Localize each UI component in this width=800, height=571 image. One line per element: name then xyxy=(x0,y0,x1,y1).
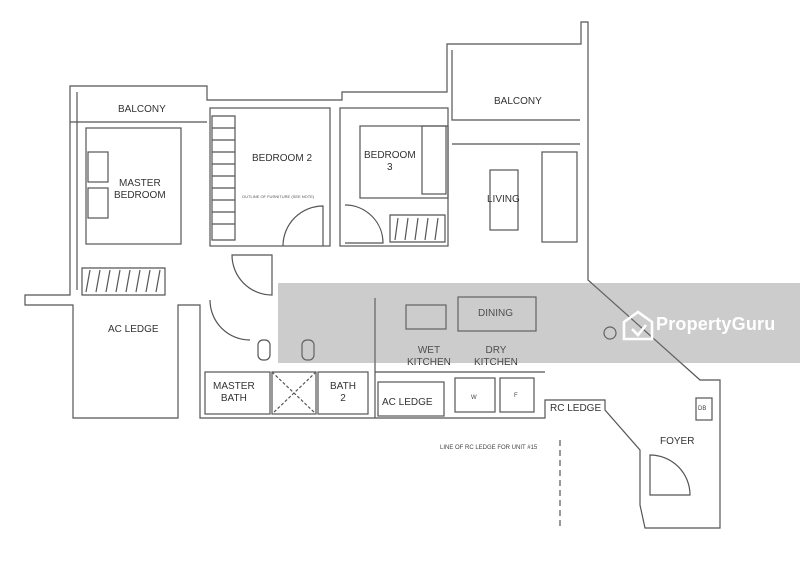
master-pillow-2 xyxy=(87,187,109,219)
washer xyxy=(454,377,496,413)
watermark-band xyxy=(278,283,800,363)
meter-icon xyxy=(603,326,617,340)
watermark-brand: PropertyGuru xyxy=(656,314,776,334)
bedroom3-side xyxy=(421,125,447,195)
bedroom3-outline xyxy=(339,107,449,247)
label-master-bath: MASTER BATH xyxy=(213,381,255,404)
label-bath2: BATH 2 xyxy=(330,381,356,404)
label-db: DB xyxy=(698,406,707,412)
label-master-bedroom: MASTER BEDROOM xyxy=(114,178,166,201)
label-balcony-left: BALCONY xyxy=(118,104,166,115)
living-table xyxy=(489,169,519,231)
label-bedroom2: BEDROOM 2 xyxy=(252,153,313,164)
wardrobe-master xyxy=(81,267,166,296)
exterior-wall xyxy=(24,21,721,529)
label-dining: DINING xyxy=(478,308,513,319)
balcony-right-top xyxy=(451,50,580,121)
wet-kitchen-wall xyxy=(374,298,545,418)
master-bath-door xyxy=(209,299,251,341)
label-foyer: FOYER xyxy=(660,436,695,447)
label-bedroom3: BEDROOM 3 xyxy=(364,150,416,173)
fridge xyxy=(499,377,535,413)
bedroom3-bed xyxy=(359,125,449,199)
living-sofa xyxy=(541,151,578,243)
label-fridge: F xyxy=(514,393,518,399)
toilet-2 xyxy=(301,339,315,361)
shower xyxy=(271,371,317,415)
label-balcony-right: BALCONY xyxy=(494,96,542,107)
bedroom2-outline xyxy=(209,107,331,247)
wardrobe-bedroom3 xyxy=(389,214,446,243)
label-wet-kitchen: WET KITCHEN xyxy=(407,345,451,368)
master-bed xyxy=(85,127,182,245)
label-furniture-note: OUTLINE OF FURNITURE (SEE NOTE) xyxy=(242,194,315,199)
toilet-1 xyxy=(257,339,271,361)
label-dry-kitchen: DRY KITCHEN xyxy=(474,345,518,368)
shower-x xyxy=(271,371,317,415)
label-washer: W xyxy=(471,395,477,401)
bedroom3-door xyxy=(344,204,384,244)
label-ac-ledge-bottom: AC LEDGE xyxy=(382,397,433,408)
label-living: LIVING xyxy=(487,194,520,205)
ac-ledge-bottom-box xyxy=(377,381,445,417)
db-box xyxy=(695,397,713,421)
stair-bedroom2 xyxy=(211,115,236,241)
master-bath-outline xyxy=(204,371,271,415)
label-rc-ledge: RC LEDGE xyxy=(550,403,602,414)
label-ac-ledge-left: AC LEDGE xyxy=(108,324,159,335)
propertyguru-logo-icon xyxy=(622,310,654,341)
label-rc-ledge-line: LINE OF RC LEDGE FOR UNIT #15 xyxy=(440,445,538,451)
kitchen-hob xyxy=(405,304,447,330)
master-pillow-1 xyxy=(87,151,109,183)
dining-table xyxy=(457,296,537,332)
bedroom2-door xyxy=(282,205,324,247)
master-bedroom-door xyxy=(231,254,273,296)
foyer-door xyxy=(649,454,691,496)
bath2-outline xyxy=(317,371,369,415)
